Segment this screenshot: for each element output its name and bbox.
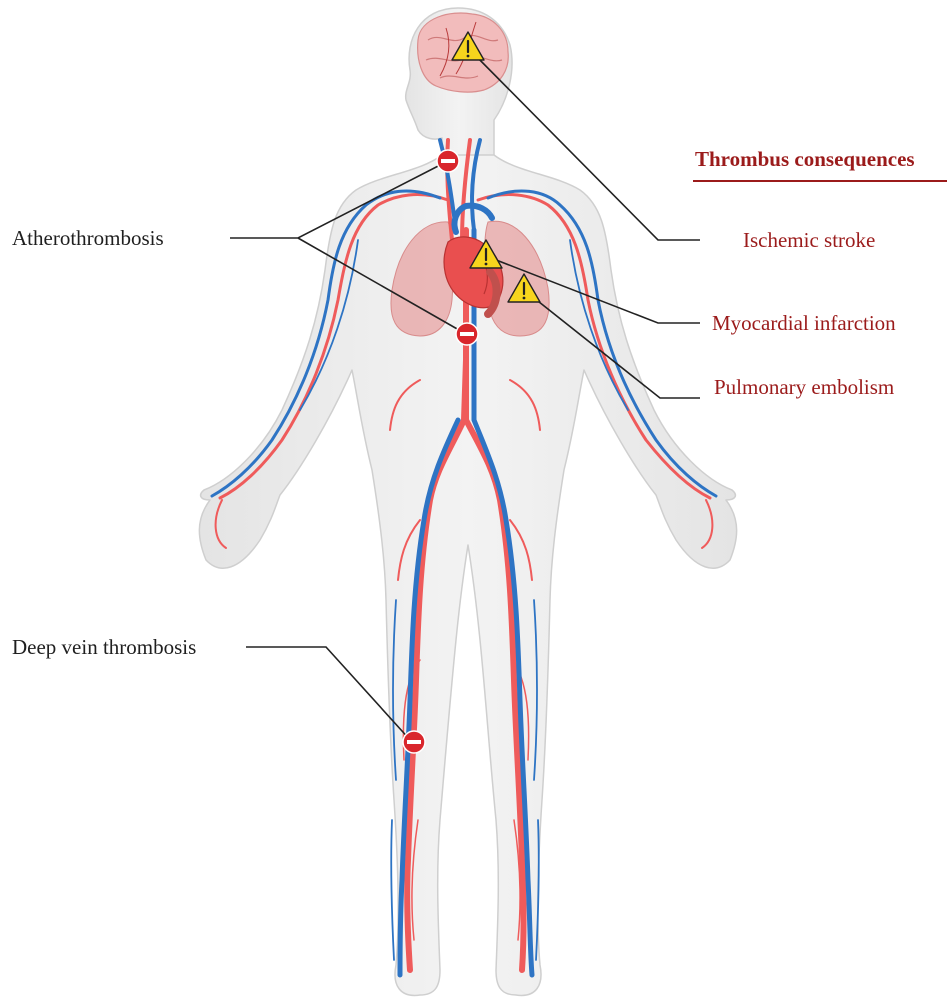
- label-atherothrombosis: Atherothrombosis: [12, 226, 164, 250]
- heading-thrombus-consequences: Thrombus consequences: [695, 147, 915, 171]
- no-entry-icon: [403, 731, 425, 753]
- label-deep-vein-thrombosis: Deep vein thrombosis: [12, 635, 196, 659]
- label-pulmonary-embolism: Pulmonary embolism: [714, 375, 894, 399]
- label-myocardial-infarction: Myocardial infarction: [712, 311, 896, 335]
- label-ischemic-stroke: Ischemic stroke: [743, 228, 875, 252]
- no-entry-icon: [437, 150, 459, 172]
- heading-underline: [693, 180, 947, 182]
- no-entry-icon: [456, 323, 478, 345]
